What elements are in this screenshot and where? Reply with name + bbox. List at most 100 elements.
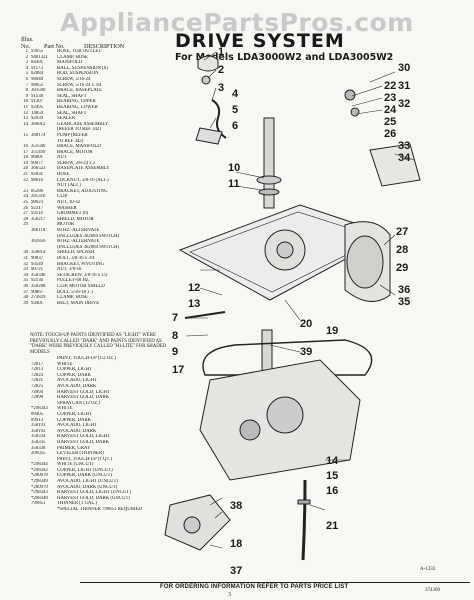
callout-33: 33 — [398, 140, 411, 152]
parts-row: *298342 COPPER, LIGHT (UNCUT) — [18, 468, 176, 474]
part-description: HOSE — [57, 172, 70, 178]
illus-number: 20 — [23, 166, 28, 172]
callout-20: 20 — [300, 318, 313, 330]
part-number: *298342 — [31, 467, 48, 473]
part-number: 366012 — [31, 121, 46, 127]
part-number: *298344 — [31, 462, 48, 468]
part-number: 358334 — [31, 434, 46, 440]
part-description: COPPER, LIGHT — [57, 411, 92, 417]
hose-clamp — [297, 499, 311, 505]
illus-number: 2 — [25, 54, 28, 60]
callout-7: 7 — [172, 312, 179, 324]
drive-belt — [202, 339, 373, 376]
paint-note: NOTE: TOUCH-UP PAINTS IDENTIFIED AS "LIG… — [30, 333, 167, 355]
callout-23: 23 — [384, 92, 397, 104]
parts-row: PAINT, TOUCH-UP (1 QT.) — [18, 457, 176, 463]
parts-row: TO REF 342) — [18, 139, 176, 145]
part-number: 92039 — [31, 116, 43, 122]
part-description: HARVEST GOLD, LIGHT — [57, 434, 110, 440]
callout-5: 5 — [232, 104, 239, 116]
part-description: BRACE, MANIFOLD — [57, 144, 101, 150]
part-number: 89405 — [31, 411, 43, 417]
manifold — [197, 55, 219, 72]
part-number: 361856 — [31, 239, 46, 245]
callout-4: 4 — [232, 88, 239, 100]
part-number: 9401321 — [31, 54, 48, 60]
callout-16: 16 — [326, 485, 339, 497]
part-description: COPPER, DARK — [57, 417, 92, 423]
hose — [301, 479, 307, 561]
callout-18: 18 — [230, 538, 243, 550]
part-description: PAINT, TOUCH-UP (1 QT.) — [57, 456, 112, 462]
part-number: 799851 — [31, 501, 46, 507]
part-description: LOCKNUT, 3/8-16 (ALT.) — [57, 177, 109, 183]
part-number: 98616 — [31, 177, 43, 183]
part-description: BASEPLATE ASSEMBLY — [57, 166, 110, 172]
part-number: 89913 — [31, 417, 43, 423]
part-number: 92495 — [31, 104, 43, 110]
illus-number: 38 — [23, 295, 28, 301]
part-number: 90867 — [31, 289, 43, 295]
part-description: HARVEST GOLD, LIGHT — [57, 389, 110, 395]
part-description: MANIFOLD — [57, 60, 83, 66]
part-number: 351500 — [31, 144, 46, 150]
part-description: HOSE, TUB OUTLET — [57, 49, 102, 54]
illus-number: 34 — [23, 272, 28, 278]
part-description: BRACE, MOTOR — [57, 149, 93, 155]
part-description: AVOCADO, LIGHT — [57, 423, 98, 429]
part-description: AVOCADO, LIGHT (UNCUT) — [57, 479, 118, 485]
part-number: 72824 — [31, 372, 43, 378]
part-description: BRACE, BASEPLATE — [57, 88, 103, 94]
illus-number: 23 — [23, 188, 28, 194]
part-number: 98052 — [31, 82, 43, 88]
part-number: 91307 — [31, 99, 43, 105]
part-number: 358814 — [31, 250, 46, 256]
part-number: 91538 — [31, 93, 43, 99]
parts-row: PAINT, TOUCH-UP (1/2 OZ.) — [18, 356, 176, 362]
part-description: BOLT, 5/16-18 x 1 — [57, 289, 94, 295]
part-number: 90037 — [31, 255, 43, 261]
part-number: *298343 — [31, 406, 48, 412]
callout-29: 29 — [396, 262, 409, 274]
part-description: COPPER, LIGHT (UNCUT) — [57, 467, 113, 473]
part-description: AVOCADO, DARK — [57, 428, 97, 434]
part-description: THINNER (1 GAL.) — [57, 501, 98, 507]
callout-25: 25 — [384, 116, 397, 128]
parts-row: (INCLUDES 362084 SWITCH) — [18, 234, 176, 240]
part-description: HARVEST GOLD, LIGHT (UNCUT) — [57, 490, 131, 496]
page-title: DRIVE SYSTEM — [175, 30, 345, 52]
part-number: 82884 — [31, 71, 43, 77]
parts-row: 358334 HARVEST GOLD, LIGHT — [18, 434, 176, 440]
part-number: 358191 — [31, 423, 46, 429]
part-number: 356217 — [31, 216, 46, 222]
parts-row: 799851 THINNER (1 GAL.) — [18, 501, 176, 507]
part-number: 72825 — [31, 383, 43, 389]
callout-3: 3 — [218, 82, 225, 94]
part-number: 351499 — [31, 149, 46, 155]
callout-27: 27 — [396, 226, 409, 238]
part-number: 91173 — [31, 65, 43, 71]
callout-32: 32 — [398, 98, 411, 110]
part-number: 366523 — [31, 166, 46, 172]
part-description: BALL, SUSPENSION (6) — [57, 65, 108, 71]
callout-11: 11 — [228, 178, 240, 190]
part-number: 96001 — [31, 155, 43, 161]
